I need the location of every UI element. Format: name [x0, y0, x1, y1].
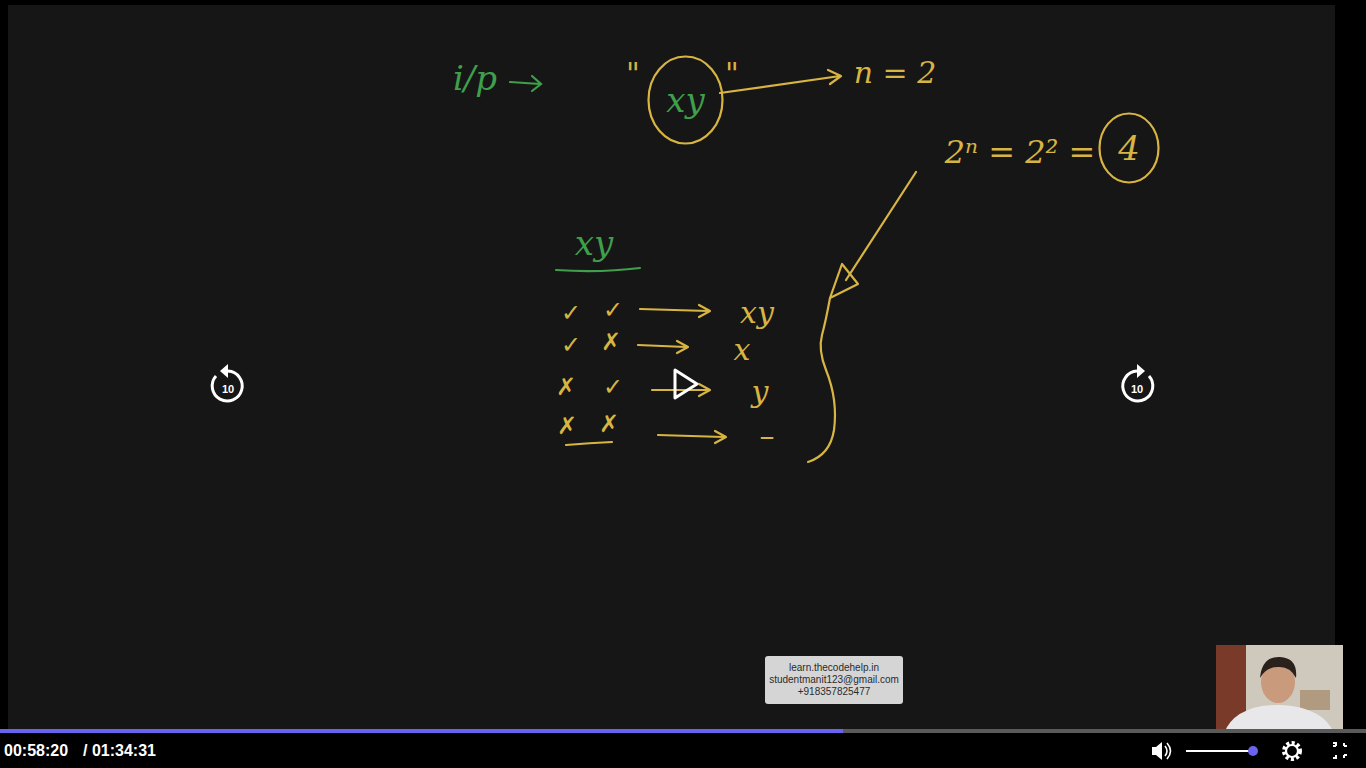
progress-played: [0, 729, 843, 733]
forward-seconds: 10: [1131, 384, 1143, 395]
progress-track: [0, 729, 1366, 733]
table-header: xy: [575, 226, 613, 260]
play-icon: [675, 370, 697, 398]
webcam-wall: [1216, 645, 1343, 740]
volume-knob: [1248, 746, 1258, 756]
exclude-mark: ✗: [557, 414, 577, 438]
rewind-head: [220, 364, 228, 378]
green-strokes: [510, 76, 640, 271]
row-arrow: [638, 341, 688, 353]
circled-result: 4: [1098, 112, 1160, 184]
gear-ring: [1286, 745, 1298, 757]
include-mark: ✓: [603, 375, 623, 399]
forward-head: [1137, 364, 1145, 378]
subset-result: x: [734, 335, 751, 365]
count-formula: 2ⁿ = 2² =: [945, 136, 1096, 168]
volume-slider: [1186, 750, 1253, 752]
settings-icon: [1284, 743, 1300, 759]
speaker-shape: [1152, 742, 1162, 760]
webcam-thumbnail: [1216, 645, 1343, 740]
total-time: / 01:34:31: [83, 743, 156, 759]
count-arrow: [846, 172, 916, 280]
control-bar: [0, 733, 1366, 768]
header-underline: [556, 268, 640, 271]
subset-result: xy: [740, 298, 774, 328]
watermark-line: studentmanit123@gmail.com: [769, 674, 899, 686]
volume-icon: [1152, 742, 1171, 760]
webcam-shelf: [1300, 690, 1330, 710]
watermark-line: learn.thecodehelp.in: [789, 662, 879, 674]
watermark-line: +918357825477: [798, 686, 871, 698]
circle-stroke: [649, 57, 723, 144]
rewind-icon: [212, 364, 242, 401]
row-underline: [566, 442, 612, 445]
input-label: i/p: [453, 61, 497, 95]
exit-fullscreen-icon: [1333, 743, 1347, 758]
count-arrowhead: [830, 264, 858, 298]
row-arrow: [640, 305, 710, 317]
circle-stroke: [1100, 114, 1159, 183]
quote-mark: ": [626, 59, 640, 89]
exclude-mark: ✗: [599, 412, 619, 436]
circled-text: xy: [666, 80, 704, 121]
include-mark: ✓: [561, 333, 581, 357]
speaker-waves: [1165, 743, 1171, 759]
exclude-mark: ✗: [556, 375, 576, 399]
row-arrow: [658, 431, 726, 443]
length-note: n = 2: [854, 58, 937, 88]
brace: [808, 298, 835, 462]
subset-result: y: [752, 377, 769, 407]
exclude-mark: ✗: [601, 330, 621, 354]
include-mark: ✓: [561, 301, 581, 325]
board-ground: [8, 5, 1335, 732]
watermark-box: learn.thecodehelp.instudentmanit123@gmai…: [765, 656, 903, 704]
forward-icon: [1123, 364, 1153, 401]
corner-marks: [1333, 743, 1347, 758]
input-arrow: [510, 76, 541, 91]
quote-mark: ": [725, 59, 739, 89]
rewind-seconds: 10: [222, 384, 234, 395]
webcam-hair: [1260, 657, 1296, 678]
include-mark: ✓: [603, 298, 623, 322]
current-time: 00:58:20: [4, 743, 68, 759]
circled-text: 4: [1118, 128, 1140, 169]
yellow-strokes: [566, 70, 916, 462]
gear-teeth: [1284, 743, 1300, 759]
empty-result: –: [760, 421, 775, 451]
circled-input: xy: [647, 55, 724, 145]
